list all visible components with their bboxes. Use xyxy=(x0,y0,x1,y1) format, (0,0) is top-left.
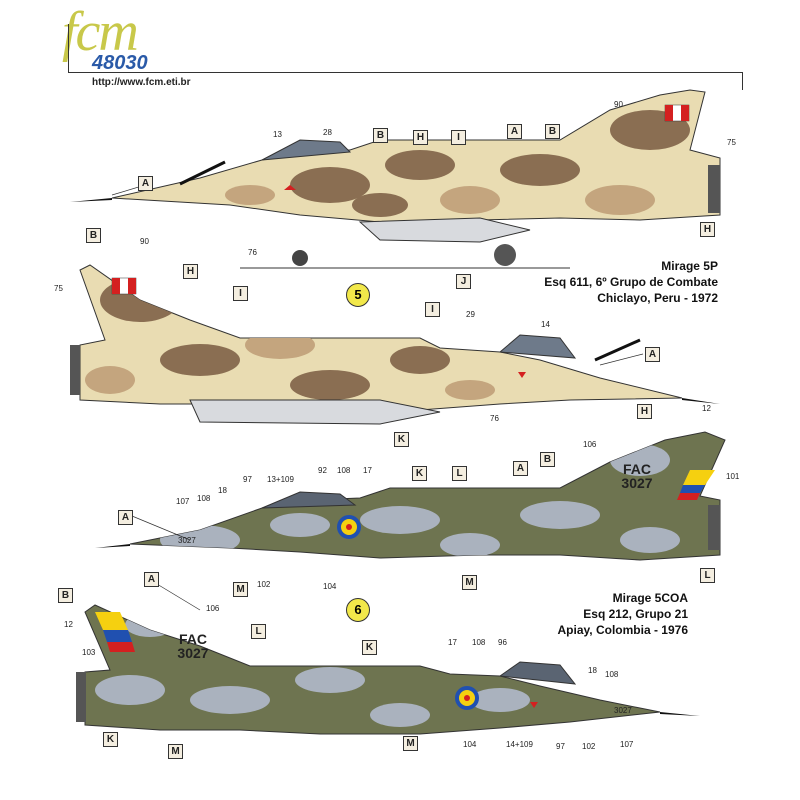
label-m: M xyxy=(462,575,477,590)
scheme5-title-line1: Mirage 5P xyxy=(661,259,718,273)
callout-28: 28 xyxy=(323,128,332,137)
nose-serial-left: 3027 xyxy=(614,706,632,715)
callout-76: 76 xyxy=(248,248,257,257)
callout-102: 102 xyxy=(582,742,596,751)
mirage-5p-left-profile xyxy=(70,264,720,425)
callout-103: 103 xyxy=(82,648,96,657)
callout-106: 106 xyxy=(206,604,220,613)
label-a: A xyxy=(513,461,528,476)
callout-107: 107 xyxy=(620,740,634,749)
serial-fin-right: FAC 3027 xyxy=(621,461,653,491)
label-a: A xyxy=(118,510,133,525)
callout-108: 108 xyxy=(337,466,351,475)
scheme6-title-line1: Mirage 5COA xyxy=(612,591,688,605)
label-l: L xyxy=(700,568,715,583)
callout-108: 108 xyxy=(605,670,619,679)
callout-97: 97 xyxy=(556,742,565,751)
callout-75: 75 xyxy=(54,284,63,293)
label-h: H xyxy=(700,222,715,237)
scheme5-title-line2: Esq 611, 6º Grupo de Combate xyxy=(544,275,718,289)
scheme6-title-line2: Esq 212, Grupo 21 xyxy=(583,607,688,621)
fcm-logo: fcm xyxy=(62,1,139,63)
label-b: B xyxy=(86,228,101,243)
label-m: M xyxy=(233,582,248,597)
callout-18: 18 xyxy=(218,486,227,495)
callout-13-109: 13+109 xyxy=(267,475,294,484)
callout-96: 96 xyxy=(498,638,507,647)
scheme6-badge: 6 xyxy=(346,598,370,622)
label-i: I xyxy=(233,286,248,301)
callout-102: 102 xyxy=(257,580,271,589)
label-m: M xyxy=(403,736,418,751)
scheme6-title: Mirage 5COA Esq 212, Grupo 21 Apiay, Col… xyxy=(470,590,688,638)
label-a: A xyxy=(645,347,660,362)
callout-12: 12 xyxy=(702,404,711,413)
label-h: H xyxy=(637,404,652,419)
label-l: L xyxy=(251,624,266,639)
callout-101: 101 xyxy=(726,472,740,481)
label-i: I xyxy=(425,302,440,317)
mirage-5p-right-profile xyxy=(70,89,721,269)
scheme5-badge: 5 xyxy=(346,283,370,307)
label-j: J xyxy=(456,274,471,289)
label-a: A xyxy=(138,176,153,191)
label-l: L xyxy=(452,466,467,481)
label-h: H xyxy=(183,264,198,279)
callout-90: 90 xyxy=(140,237,149,246)
callout-97: 97 xyxy=(243,475,252,484)
callout-12: 12 xyxy=(64,620,73,629)
product-code: 48030 xyxy=(92,52,148,74)
callout-14-109: 14+109 xyxy=(506,740,533,749)
callout-108: 108 xyxy=(472,638,486,647)
callout-104: 104 xyxy=(463,740,477,749)
label-a: A xyxy=(144,572,159,587)
label-h: H xyxy=(413,130,428,145)
label-m: M xyxy=(168,744,183,759)
header-rule xyxy=(68,72,743,73)
callout-108: 108 xyxy=(197,494,211,503)
scheme5-title: Mirage 5P Esq 611, 6º Grupo de Combate C… xyxy=(470,258,718,306)
label-k: K xyxy=(103,732,118,747)
callout-14: 14 xyxy=(541,320,550,329)
callout-106: 106 xyxy=(583,440,597,449)
serial-fin-left: FAC 3027 xyxy=(177,631,209,661)
callout-90: 90 xyxy=(614,100,623,109)
callout-76: 76 xyxy=(490,414,499,423)
callout-18: 18 xyxy=(588,666,597,675)
label-k: K xyxy=(362,640,377,655)
header-rule-end xyxy=(742,72,743,90)
callout-13: 13 xyxy=(273,130,282,139)
callout-92: 92 xyxy=(318,466,327,475)
label-k: K xyxy=(394,432,409,447)
callout-17: 17 xyxy=(448,638,457,647)
callout-104: 104 xyxy=(323,582,337,591)
label-b: B xyxy=(373,128,388,143)
label-b: B xyxy=(58,588,73,603)
website-url: http://www.fcm.eti.br xyxy=(92,77,191,88)
callout-17: 17 xyxy=(363,466,372,475)
scheme6-title-line3: Apiay, Colombia - 1976 xyxy=(557,623,688,637)
callout-75: 75 xyxy=(727,138,736,147)
label-a: A xyxy=(507,124,522,139)
mirage-5coa-left-profile xyxy=(76,604,700,735)
callout-29: 29 xyxy=(466,310,475,319)
scheme5-title-line3: Chiclayo, Peru - 1972 xyxy=(597,291,718,305)
label-i: I xyxy=(451,130,466,145)
label-b: B xyxy=(545,124,560,139)
nose-serial-right: 3027 xyxy=(178,536,196,545)
label-b: B xyxy=(540,452,555,467)
callout-107: 107 xyxy=(176,497,190,506)
header-rule-left xyxy=(68,24,69,73)
label-k: K xyxy=(412,466,427,481)
